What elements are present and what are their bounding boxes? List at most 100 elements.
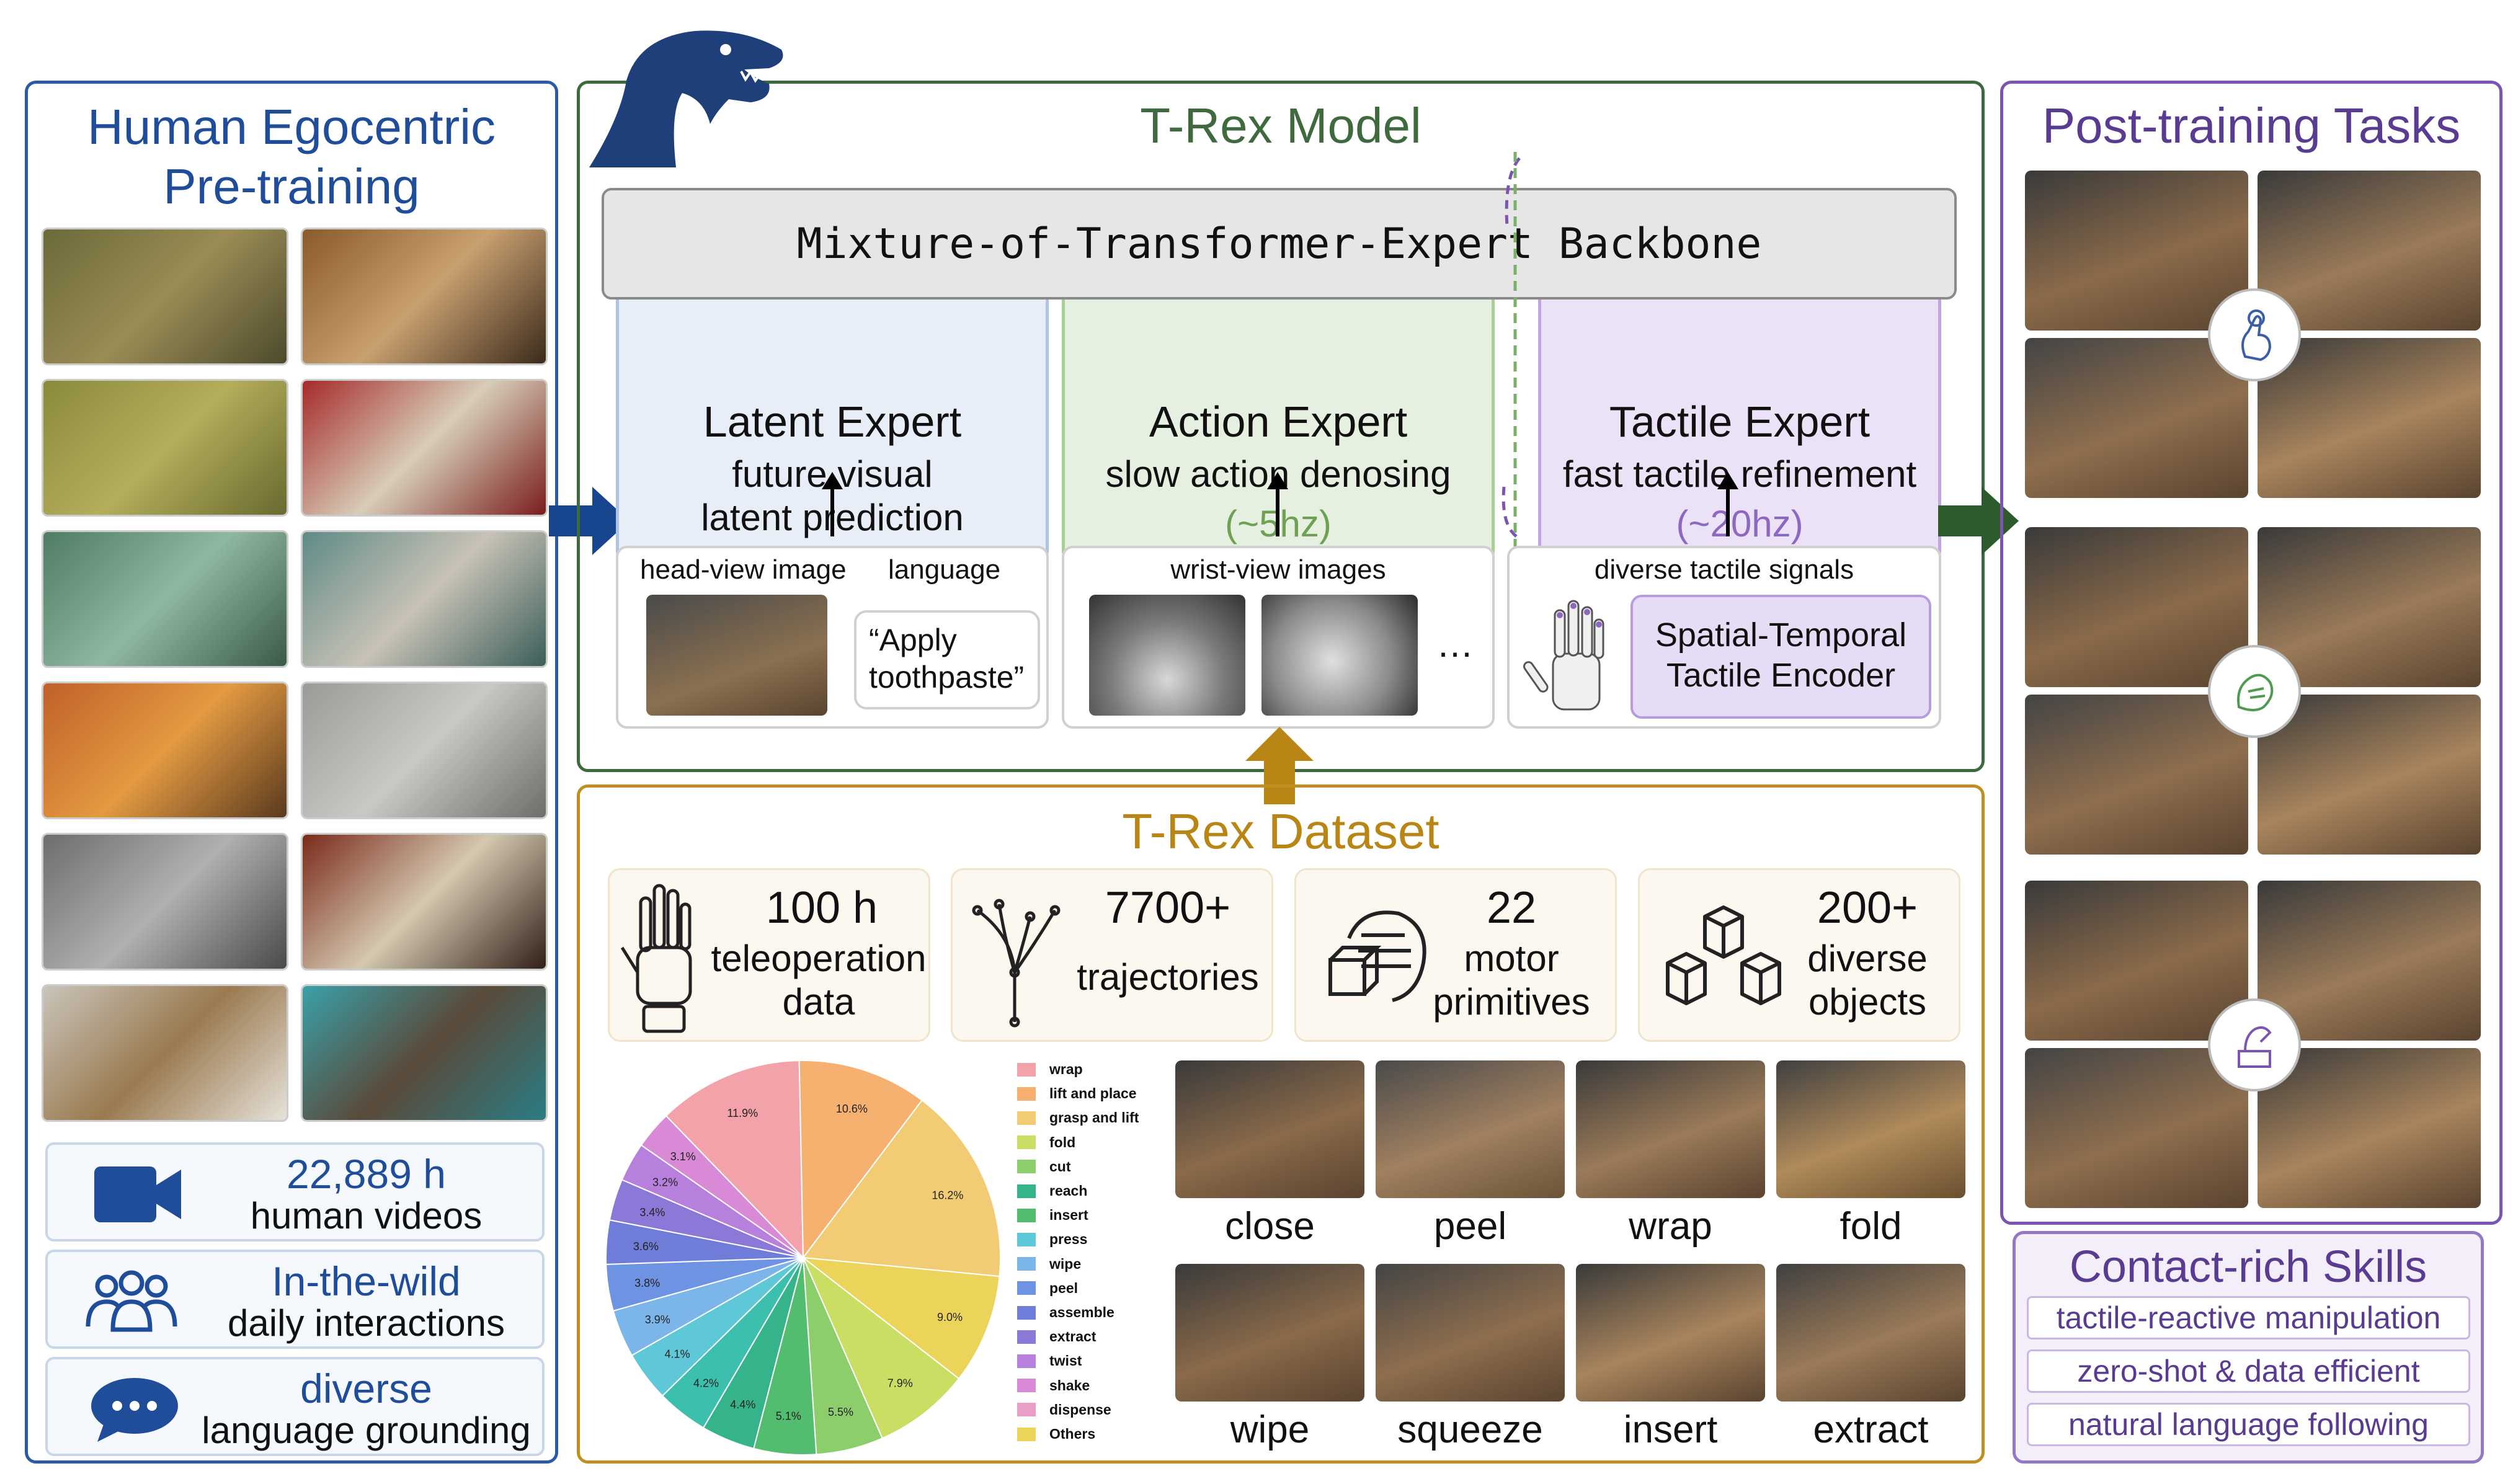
legend-swatch [1017,1257,1036,1271]
primitive-image-extract [1776,1264,1965,1402]
arrow-up-latent [822,472,843,536]
task-image [2258,1048,2481,1208]
legend-swatch [1017,1403,1036,1417]
legend-label: insert [1049,1207,1088,1224]
task-image [2025,338,2248,498]
egocentric-video-frame [42,833,288,971]
hand-grasp-icon [1328,910,1426,1002]
legend-entry: assemble [1017,1300,1114,1325]
stat-in-the-wild: In-the-wild daily interactions [45,1250,545,1349]
legend-swatch [1017,1427,1036,1441]
dataset-title: T-Rex Dataset [1122,804,1439,859]
primitive-label-wrap: wrap [1629,1205,1712,1248]
trex-model-panel: T-Rex Model Latent Expert future visual … [577,30,1985,772]
pie-data-label: 4.4% [730,1398,755,1411]
legend-entry: grasp and lift [1017,1106,1139,1130]
hand-grip-icon [2208,645,2301,738]
panel-title-line2: Pre-training [163,159,420,214]
primitive-image-squeeze [1376,1264,1565,1402]
language-label: language [888,554,1001,585]
primitive-label-wipe: wipe [1230,1408,1310,1451]
stat-card-motor-primitives: 22 motor primitives [1294,868,1617,1042]
egocentric-video-frame [42,682,288,819]
skills-title: Contact-rich Skills [2069,1242,2427,1292]
wrist-view-input: wrist-view images … [1062,546,1495,729]
task-image [2258,695,2481,855]
legend-entry: reach [1017,1179,1087,1203]
legend-label: wipe [1049,1255,1082,1272]
robot-hand-icon [620,884,692,1033]
primitive-label-close: close [1225,1205,1315,1248]
dashed-loop-connector [1501,152,1521,561]
tactile-expert-rate: (~20hz) [1676,503,1804,544]
hand-press-icon [2208,998,2301,1091]
legend-label: Others [1049,1426,1096,1442]
legend-entry: cut [1017,1155,1071,1179]
egocentric-video-frame [42,379,288,517]
legend-label: cut [1049,1158,1071,1175]
stat-card-label-2: objects [1808,981,1927,1023]
task-image [2258,171,2481,331]
stat-value: 22,889 h [287,1151,446,1197]
legend-entry: press [1017,1227,1087,1251]
task-image [2025,695,2248,855]
wrist-view-image-2 [1261,595,1418,716]
head-view-label: head-view image [640,554,847,585]
legend-swatch [1017,1111,1036,1125]
legend-swatch [1017,1232,1036,1246]
chat-bubble-icon [91,1378,178,1442]
skill-item: tactile-reactive manipulation [2027,1296,2470,1340]
trajectory-tree-icon [972,899,1061,1028]
post-training-panel: Post-training Tasks [2000,81,2502,1225]
stat-card-trajectories: 7700+ trajectories [951,868,1273,1042]
people-icon [86,1270,177,1332]
primitive-image-close [1175,1060,1364,1198]
primitive-image-insert [1576,1264,1765,1402]
task-image [2025,171,2248,331]
legend-label: assemble [1049,1304,1114,1320]
primitive-image-fold [1776,1060,1965,1198]
model-title: T-Rex Model [1140,98,1421,153]
egocentric-video-frame [301,228,548,365]
primitive-label-extract: extract [1813,1408,1929,1451]
stat-card-label-1: trajectories [1077,956,1259,998]
tactile-expert-line1: fast tactile refinement [1562,453,1917,495]
stat-human-videos: 22,889 h human videos [45,1142,545,1242]
latent-expert-box: Latent Expert future visual latent predi… [616,254,1049,561]
legend-label: reach [1049,1183,1088,1199]
action-expert-title: Action Expert [1149,398,1408,446]
pie-data-label: 3.9% [645,1313,670,1326]
pie-data-label: 7.9% [888,1377,913,1390]
stat-card-label-1: teleoperation [711,938,927,979]
legend-entry: fold [1017,1131,1075,1155]
task-image [2258,527,2481,687]
latent-expert-title: Latent Expert [703,398,962,446]
legend-swatch [1017,1062,1036,1077]
arrow-right-green [1938,487,2019,555]
arrow-right-blue [549,487,630,555]
legend-swatch [1017,1379,1036,1393]
video-camera-icon [94,1166,181,1222]
legend-swatch [1017,1305,1036,1320]
legend-entry: dispense [1017,1398,1111,1422]
stat-value: diverse [300,1366,432,1411]
legend-label: extract [1049,1328,1097,1345]
pie-slice-grasp-and-lift [802,1099,1001,1277]
legend-swatch [1017,1086,1036,1101]
stat-label: daily interactions [228,1302,505,1344]
egocentric-video-frame [42,228,288,365]
legend-swatch [1017,1184,1036,1198]
primitive-distribution-pie-chart: 11.9%10.6%16.2%9.0%7.9%5.5%5.1%4.4%4.2%4… [605,1060,1001,1455]
language-bubble: “Apply toothpaste” [854,610,1040,709]
pie-slice-fold [801,1256,1000,1380]
task-image [2025,1048,2248,1208]
stat-card-value: 200+ [1817,883,1918,933]
egocentric-video-frame [301,379,548,517]
arrow-up-tactile [1717,472,1738,536]
pie-data-label: 11.9% [727,1107,758,1119]
legend-swatch [1017,1135,1036,1150]
legend-entry: lift and place [1017,1082,1137,1106]
legend-entry: wrap [1017,1057,1083,1082]
task-image [2025,881,2248,1041]
